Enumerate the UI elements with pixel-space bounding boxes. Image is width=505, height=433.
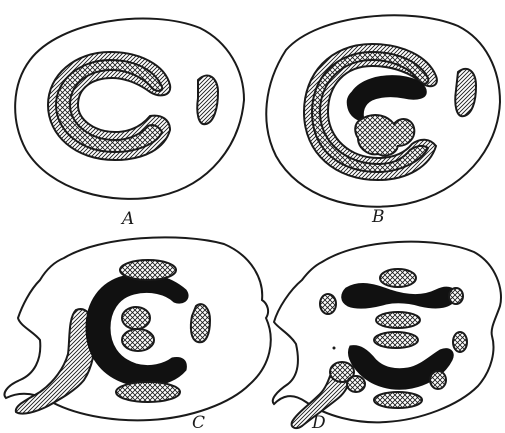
panel-label-b: B: [371, 207, 385, 227]
ventral-hatched-body: [116, 382, 180, 402]
top-hatched-oval: [380, 269, 416, 287]
right-upper-oval: [449, 288, 463, 304]
lower-hatched-oval: [374, 392, 422, 408]
panel-c: C: [5, 237, 271, 433]
panel-b: B: [266, 15, 500, 227]
right-hatched-body: [191, 304, 210, 342]
panel-label-c: C: [192, 413, 205, 433]
panel-label-a: A: [120, 209, 134, 229]
panel-d: D: [273, 242, 501, 433]
panel-a: A: [15, 18, 244, 229]
dorsal-hatched-body: [120, 260, 176, 280]
mid-hatched-oval-2: [374, 332, 418, 348]
right-middle-oval: [453, 332, 467, 352]
panel-label-d: D: [311, 413, 326, 433]
inner-hatched-oval-top: [122, 307, 150, 329]
mid-hatched-oval-1: [376, 312, 420, 328]
stray-dot: [333, 347, 336, 350]
inner-hatched-oval-bottom: [122, 329, 154, 351]
right-lower-oval: [430, 371, 446, 389]
left-lower-oval: [347, 376, 365, 392]
left-upper-oval: [320, 294, 336, 314]
